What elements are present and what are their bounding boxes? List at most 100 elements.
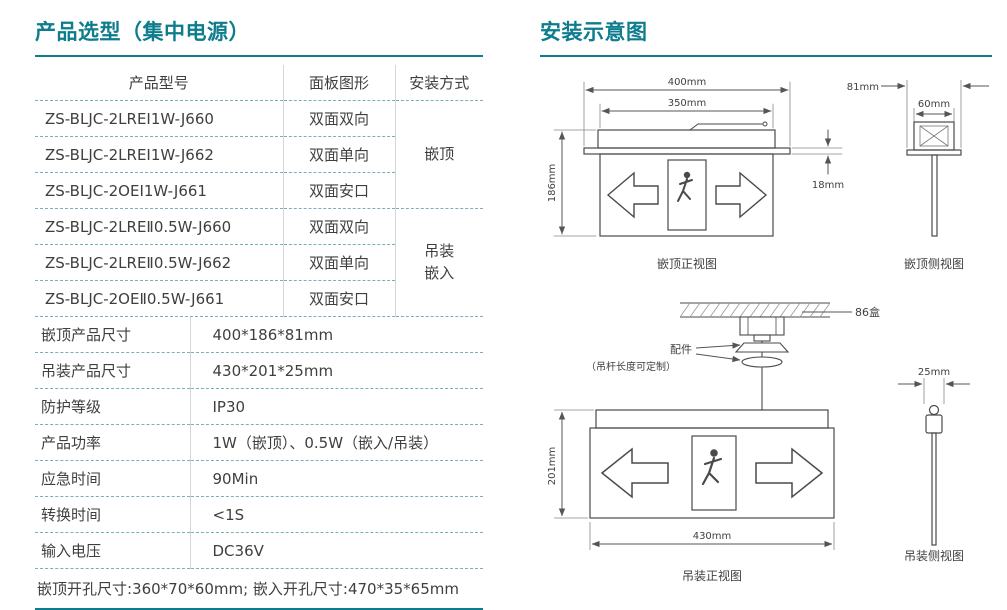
recessed-body <box>583 121 791 237</box>
model-cell: ZS-BLJC-2OEⅠ1W-J661 <box>35 172 284 209</box>
table-row: ZS-BLJC-2OEⅠ1W-J661 双面安口 <box>35 172 483 209</box>
spec-row: 防护等级 IP30 <box>35 388 483 425</box>
spec-value: <1S <box>190 496 483 533</box>
ceiling-flange <box>906 149 962 156</box>
spec-row: 产品功率 1W（嵌顶）、0.5W（嵌入/吊装） <box>35 424 483 461</box>
dim-350mm: 350mm <box>599 98 774 129</box>
spec-label: 吊装产品尺寸 <box>35 352 191 389</box>
col-header-model: 产品型号 <box>35 65 284 101</box>
ceiling-hatch <box>679 302 831 318</box>
caption-pendant-front: 吊装正视图 <box>682 568 742 583</box>
table-row: ZS-BLJC-2LREⅡ0.5W-J662 双面单向 <box>35 244 483 281</box>
dim-60mm: 60mm <box>913 99 955 122</box>
dim-18mm-label: 18mm <box>812 180 844 191</box>
dim-201mm: 201mm <box>547 409 594 519</box>
model-cell: ZS-BLJC-2OEⅡ0.5W-J661 <box>35 280 284 317</box>
panel-cell: 双面单向 <box>283 244 396 281</box>
panel-cell: 双面双向 <box>283 208 396 245</box>
table-row: ZS-BLJC-2OEⅡ0.5W-J661 双面安口 <box>35 280 483 317</box>
spec-row: 输入电压 DC36V <box>35 532 483 569</box>
dim-201mm-label: 201mm <box>547 447 558 486</box>
recessed-side-profile <box>906 121 962 237</box>
junction-box <box>739 316 785 342</box>
dim-81mm: 81mm <box>847 80 989 148</box>
panel-cell: 双面双向 <box>283 100 396 137</box>
table-row: ZS-BLJC-2LREⅠ1W-J660 双面双向 嵌顶 <box>35 100 483 209</box>
product-selection-title: 产品选型（集中电源） <box>35 16 483 57</box>
table-row: ZS-BLJC-2LREⅡ0.5W-J660 双面双向 吊装 嵌入 <box>35 208 483 317</box>
dim-430mm: 430mm <box>589 522 835 550</box>
spec-label: 嵌顶产品尺寸 <box>35 317 191 353</box>
install-cell-pendant: 吊装 嵌入 <box>395 208 483 317</box>
dim-400mm-label: 400mm <box>668 77 707 88</box>
table-row: ZS-BLJC-2LREⅠ1W-J662 双面单向 <box>35 136 483 173</box>
spec-value: IP30 <box>190 388 483 425</box>
spec-value: DC36V <box>190 532 483 569</box>
accessory-note-label: （吊杆长度可定制） <box>586 360 676 373</box>
install-cell-recessed: 嵌顶 <box>395 100 483 209</box>
left-arrow-icon <box>600 447 669 499</box>
model-cell: ZS-BLJC-2LREⅠ1W-J660 <box>35 100 284 137</box>
recessed-side-diagram: 81mm 60mm 嵌顶侧视图 <box>847 80 989 271</box>
panel-edge <box>931 432 937 546</box>
dim-81mm-label: 81mm <box>847 82 879 93</box>
col-header-install: 安装方式 <box>395 65 483 101</box>
model-table: 产品型号 面板图形 安装方式 ZS-BLJC-2LREⅠ1W-J660 双面双向… <box>35 65 483 317</box>
model-cell: ZS-BLJC-2LREⅡ0.5W-J660 <box>35 208 284 245</box>
dim-186mm: 186mm <box>547 129 597 237</box>
dim-25mm-label: 25mm <box>918 367 950 378</box>
panel-cell: 双面安口 <box>283 172 396 209</box>
spec-label: 应急时间 <box>35 460 191 497</box>
right-arrow-icon <box>755 447 824 499</box>
dim-350mm-label: 350mm <box>668 98 707 109</box>
spec-label: 产品功率 <box>35 424 191 461</box>
recessed-front-diagram: 400mm 350mm <box>547 77 844 271</box>
product-selection-section: 产品选型（集中电源） 产品型号 面板图形 安装方式 ZS-BLJC-2LREⅠ1… <box>35 16 483 610</box>
dim-430mm-label: 430mm <box>693 531 732 542</box>
sign-panel <box>599 153 774 237</box>
pendant-side-diagram: 25mm 吊装侧视图 <box>898 367 970 563</box>
spec-value: 430*201*25mm <box>190 352 483 389</box>
pendant-front-diagram: 86盒 配件 （吊杆长度可定制） <box>547 302 880 583</box>
left-arrow-icon <box>606 171 659 219</box>
page: 产品选型（集中电源） 产品型号 面板图形 安装方式 ZS-BLJC-2LREⅠ1… <box>35 20 992 610</box>
spec-value: 1W（嵌顶）、0.5W（嵌入/吊装） <box>190 424 483 461</box>
running-man-icon <box>691 435 737 511</box>
panel-cell: 双面安口 <box>283 280 396 317</box>
spec-table: 嵌顶产品尺寸 400*186*81mm 吊装产品尺寸 430*201*25mm … <box>35 317 483 569</box>
installation-diagrams: 400mm 350mm <box>547 77 989 583</box>
dim-60mm-label: 60mm <box>918 99 950 110</box>
dim-186mm-label: 186mm <box>547 164 558 203</box>
spec-label: 防护等级 <box>35 388 191 425</box>
spec-row: 嵌顶产品尺寸 400*186*81mm <box>35 317 483 353</box>
model-cell: ZS-BLJC-2LREⅠ1W-J662 <box>35 136 284 173</box>
caption-recessed-front: 嵌顶正视图 <box>657 256 717 271</box>
panel-cell: 双面单向 <box>283 136 396 173</box>
installation-section: 安装示意图 400mm <box>540 16 992 587</box>
spec-row: 转换时间 <1S <box>35 496 483 533</box>
accessory-label: 配件 <box>670 343 692 356</box>
ceiling-flange <box>583 147 791 155</box>
spec-value: 90Min <box>190 460 483 497</box>
caption-recessed-side: 嵌顶侧视图 <box>904 256 964 271</box>
caption-pendant-side: 吊装侧视图 <box>904 548 964 563</box>
panel-edge <box>931 154 938 237</box>
mounting-accessories <box>734 341 790 410</box>
accessory-arrow-lower <box>695 353 741 363</box>
accessory-arrow-upper <box>695 342 741 349</box>
spec-row: 吊装产品尺寸 430*201*25mm <box>35 352 483 389</box>
model-cell: ZS-BLJC-2LREⅡ0.5W-J662 <box>35 244 284 281</box>
junction-box-label: 86盒 <box>855 305 880 319</box>
spec-label: 输入电压 <box>35 532 191 569</box>
dim-18mm: 18mm <box>791 129 844 191</box>
model-table-header-row: 产品型号 面板图形 安装方式 <box>35 65 483 101</box>
cutout-size-note: 嵌顶开孔尺寸:360*70*60mm; 嵌入开孔尺寸:470*35*65mm <box>35 569 483 610</box>
dim-25mm: 25mm <box>898 367 970 404</box>
spec-label: 转换时间 <box>35 496 191 533</box>
right-arrow-icon <box>715 171 768 219</box>
dim-400mm: 400mm <box>583 77 791 147</box>
spec-value: 400*186*81mm <box>190 317 483 353</box>
installation-title: 安装示意图 <box>540 16 992 57</box>
pendant-sign <box>589 409 835 519</box>
spec-row: 应急时间 90Min <box>35 460 483 497</box>
